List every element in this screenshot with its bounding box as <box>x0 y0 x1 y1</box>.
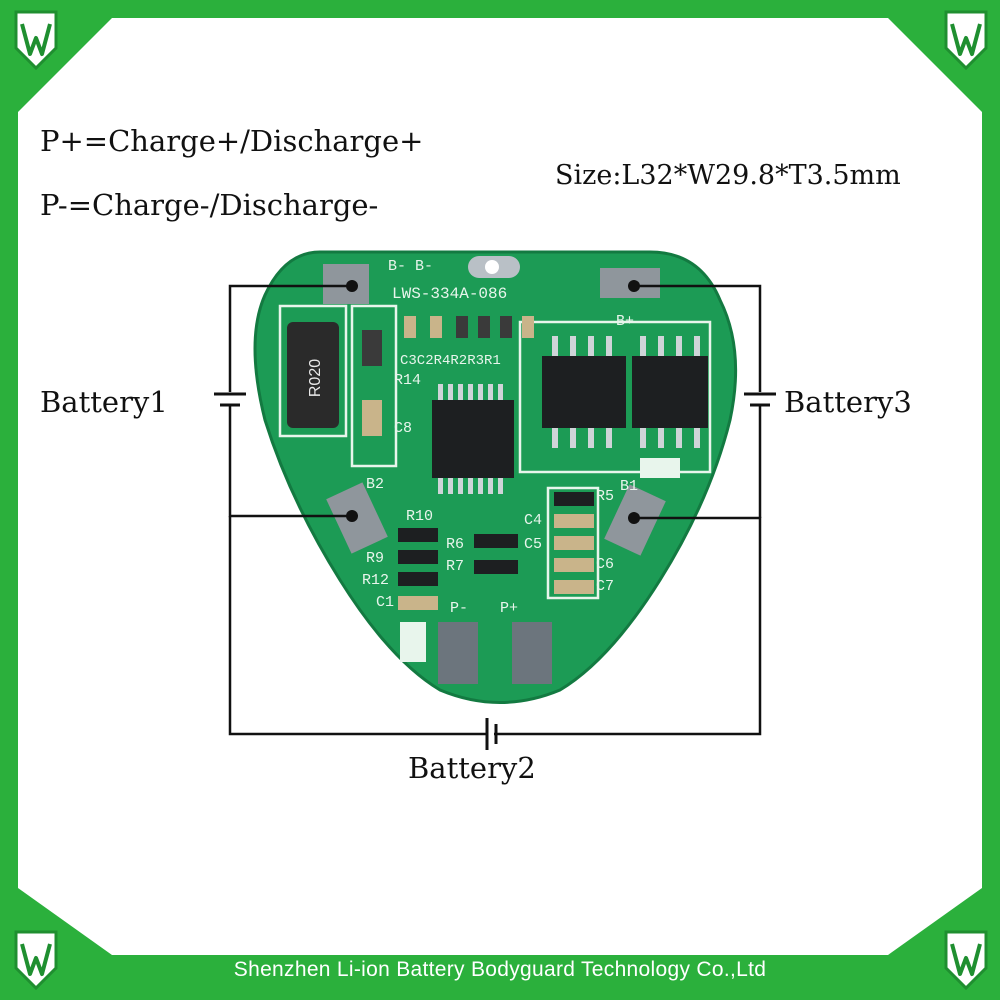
wiring <box>228 284 762 736</box>
test-pads-bottom-left <box>400 622 426 662</box>
label-r5: R5 <box>596 488 614 505</box>
battery2-symbol <box>485 718 498 750</box>
label-r14: R14 <box>394 372 421 389</box>
mounting-hole <box>485 260 499 274</box>
comp-row-3 <box>456 316 468 338</box>
protection-ic <box>432 400 514 478</box>
silk-frame-center <box>350 304 398 468</box>
label-r12: R12 <box>362 572 389 589</box>
mosfet-pins <box>552 336 700 448</box>
label-model: LWS-334A-086 <box>392 285 507 303</box>
silk-frame-left <box>278 304 348 438</box>
label-p-plus: P+ <box>500 600 518 617</box>
comp-column-right <box>554 492 594 594</box>
company-logo-icon <box>14 10 58 71</box>
battery1-symbol <box>214 392 246 407</box>
label-c5: C5 <box>524 536 542 553</box>
test-pads-right <box>640 458 680 478</box>
sense-resistor-marking: R020 <box>307 359 324 397</box>
mosfet-1 <box>542 356 626 428</box>
label-c3c2: C3C2R4R2R3R1 <box>400 353 501 369</box>
junction-b1 <box>628 512 640 524</box>
label-c7: C7 <box>596 578 614 595</box>
silk-frame-bottom-right <box>546 486 600 600</box>
battery3-label: Battery3 <box>784 385 912 419</box>
label-c6: C6 <box>596 556 614 573</box>
wire-b2-bottom <box>228 516 486 736</box>
battery3-symbol <box>744 392 776 407</box>
comp-column-left <box>398 528 438 610</box>
junction-b2 <box>346 510 358 522</box>
comp-row-1 <box>404 316 416 338</box>
company-logo-icon <box>944 10 988 71</box>
company-footer: Shenzhen Li-ion Battery Bodyguard Techno… <box>233 958 767 981</box>
silk-frame-right <box>518 320 712 474</box>
protection-ic-pins <box>438 384 503 494</box>
pad-p-minus <box>438 622 478 684</box>
mosfet-2 <box>632 356 708 428</box>
label-r9: R9 <box>366 550 384 567</box>
junction-b-minus <box>346 280 358 292</box>
wire-b-plus <box>634 284 762 392</box>
company-logo-icon <box>944 930 988 991</box>
legend-p-minus: P-=Charge-/Discharge- <box>40 188 379 222</box>
legend-p-plus: P+=Charge+/Discharge+ <box>40 124 424 158</box>
comp-center-2 <box>362 400 382 436</box>
wire-b-minus <box>228 284 352 392</box>
comp-center-1 <box>362 330 382 366</box>
label-b-plus: B+ <box>616 313 634 330</box>
company-logo-icon <box>14 930 58 991</box>
label-b1: B1 <box>620 478 638 495</box>
label-b2: B2 <box>366 476 384 493</box>
comp-column-middle <box>474 534 518 574</box>
battery1-label: Battery1 <box>40 385 168 419</box>
comp-row-4 <box>478 316 490 338</box>
size-label: Size:L32*W29.8*T3.5mm <box>555 160 901 191</box>
label-r6: R6 <box>446 536 464 553</box>
comp-row-5 <box>500 316 512 338</box>
label-r10: R10 <box>406 508 433 525</box>
label-c4: C4 <box>524 512 542 529</box>
junction-b-plus <box>628 280 640 292</box>
sense-resistor <box>287 322 339 428</box>
battery2-label: Battery2 <box>408 751 536 785</box>
pad-b-minus <box>323 264 369 304</box>
comp-row-2 <box>430 316 442 338</box>
label-b-minus: B- B- <box>388 258 433 275</box>
label-c1: C1 <box>376 594 394 611</box>
comp-row-6 <box>522 316 534 338</box>
wire-b1-bottom <box>494 516 762 736</box>
label-p-minus: P- <box>450 600 468 617</box>
label-r7: R7 <box>446 558 464 575</box>
label-c8: C8 <box>394 420 412 437</box>
pad-p-plus <box>512 622 552 684</box>
